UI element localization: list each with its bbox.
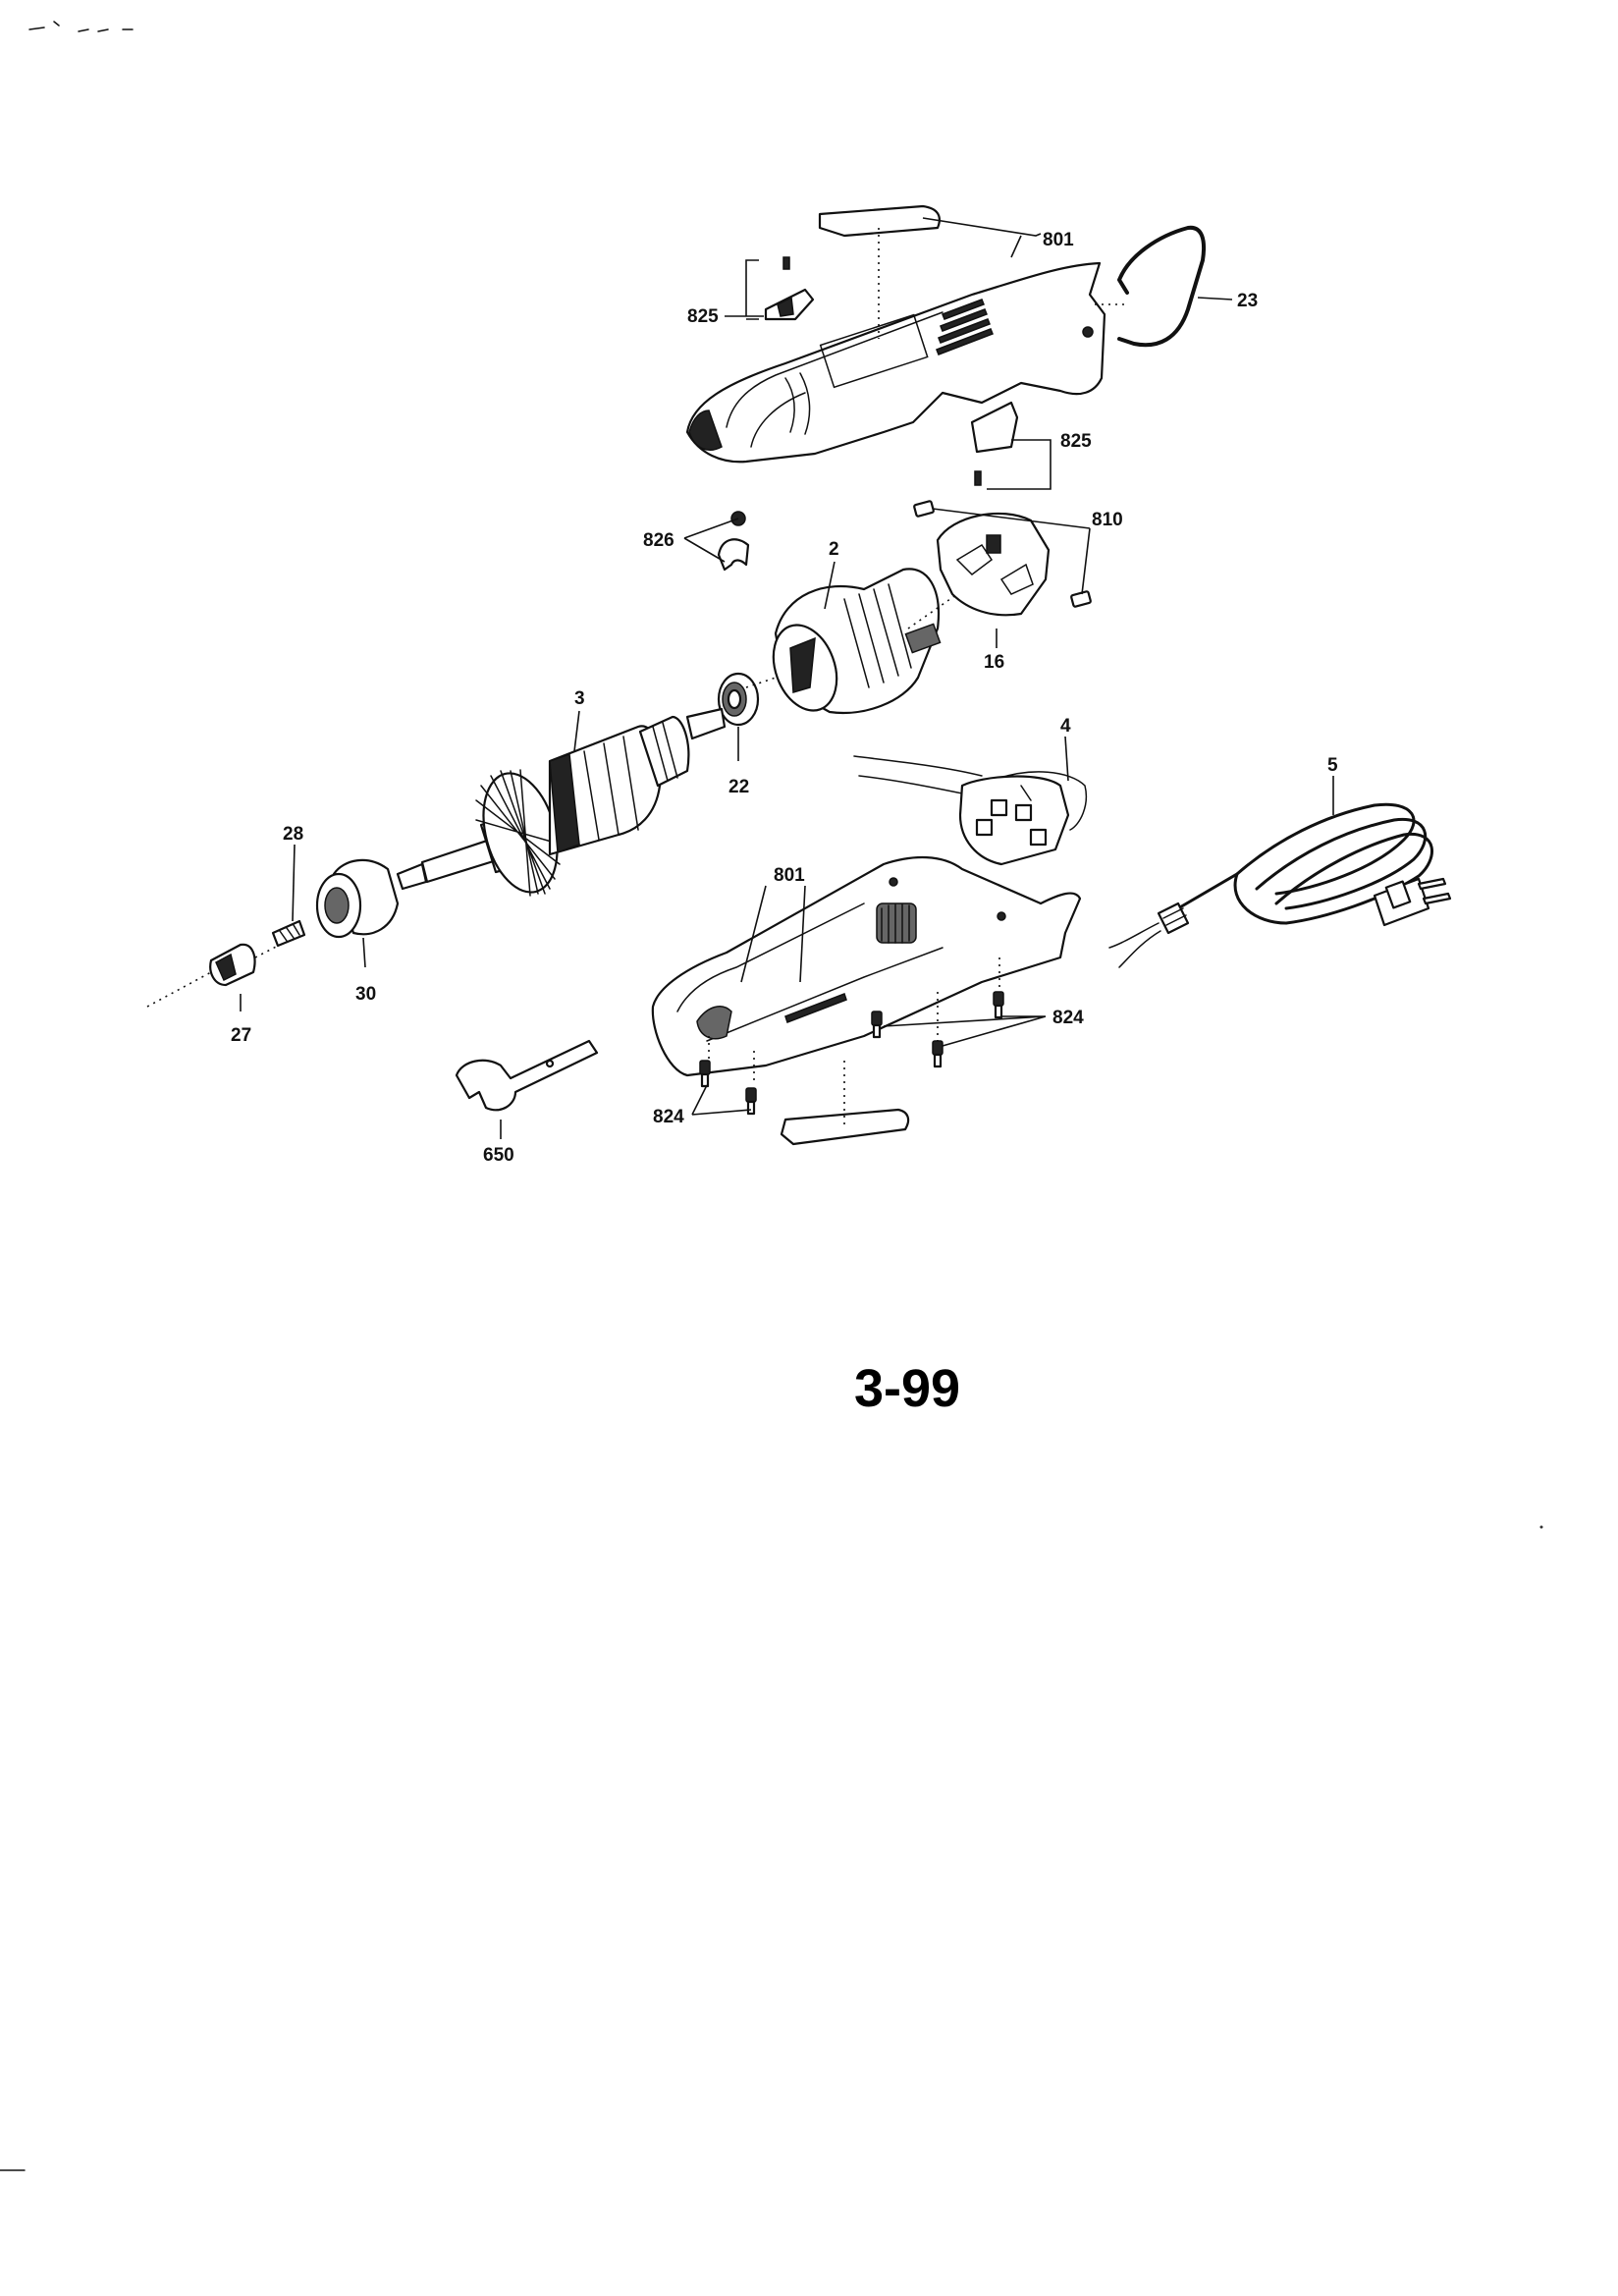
screw xyxy=(699,1060,711,1088)
callout-801-top: 801 xyxy=(1043,230,1074,250)
callout-650: 650 xyxy=(483,1145,514,1166)
armature-3 xyxy=(396,707,727,897)
switch-bracket-825-top xyxy=(764,256,815,321)
screw xyxy=(745,1087,757,1116)
switch-bracket-825-right xyxy=(970,401,1019,486)
spindle-cap-30 xyxy=(315,858,400,939)
collet-nut-27 xyxy=(209,943,256,987)
callout-28: 28 xyxy=(283,824,303,845)
callout-801-bottom: 801 xyxy=(774,865,805,886)
callout-30: 30 xyxy=(355,984,376,1005)
cord-set-5 xyxy=(1108,802,1452,968)
callout-825-top: 825 xyxy=(687,306,719,327)
bottom-housing-801 xyxy=(651,856,1082,1146)
brush-holder-16 xyxy=(913,500,1092,617)
callout-5: 5 xyxy=(1327,755,1338,776)
callout-4: 4 xyxy=(1060,716,1071,737)
leader-lines xyxy=(240,217,1334,1139)
stator-2 xyxy=(772,568,942,714)
hanger-loop-23 xyxy=(1117,225,1207,348)
vent-slots xyxy=(936,299,994,355)
callout-826: 826 xyxy=(643,530,674,551)
scan-marks xyxy=(0,21,1543,2171)
callout-23: 23 xyxy=(1237,291,1258,311)
collet-28 xyxy=(271,919,306,948)
screws-824 xyxy=(699,991,1004,1116)
callout-2: 2 xyxy=(829,539,839,560)
callout-810: 810 xyxy=(1092,510,1123,530)
screw xyxy=(871,1011,883,1039)
callout-3: 3 xyxy=(574,688,585,709)
assembly-lines xyxy=(146,228,1124,1124)
callout-22: 22 xyxy=(728,777,749,797)
callout-825-right: 825 xyxy=(1060,431,1092,452)
callout-16: 16 xyxy=(984,652,1004,673)
top-housing-801 xyxy=(685,204,1106,464)
callout-27: 27 xyxy=(231,1025,251,1046)
callout-labels: 801 23 825 825 826 810 2 16 3 22 4 5 28 … xyxy=(231,230,1338,1166)
screw xyxy=(993,991,1004,1019)
screw xyxy=(932,1040,944,1068)
switch-4 xyxy=(853,755,1087,866)
wrench-650 xyxy=(455,1039,599,1112)
bearing-22 xyxy=(717,672,760,727)
callout-824-right: 824 xyxy=(1052,1008,1084,1028)
page-code: 3-99 xyxy=(854,1359,960,1418)
callout-824-left: 824 xyxy=(653,1107,684,1127)
switch-gear xyxy=(876,902,917,944)
